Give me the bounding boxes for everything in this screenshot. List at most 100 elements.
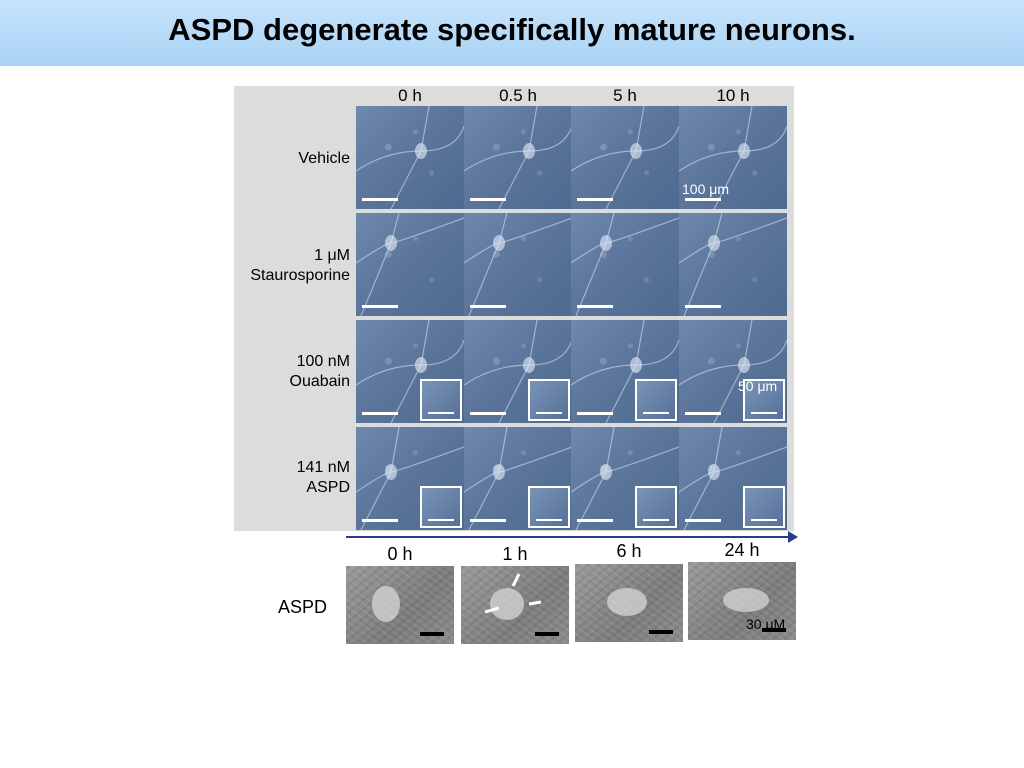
scale-bar [577, 198, 613, 201]
dic-image-tile [571, 213, 679, 316]
inset-scale-bar [536, 412, 562, 414]
neuron-sketch [356, 320, 464, 423]
inset-scale-bar [643, 519, 669, 521]
inset-scale-bar [536, 519, 562, 521]
scale-bar [362, 198, 398, 201]
dic-image-tile [356, 427, 464, 530]
dic-image-tile [571, 106, 679, 209]
scale-bar [685, 519, 721, 522]
sem-scale-label: 30 μM [746, 616, 786, 632]
sem-image-tile [461, 566, 569, 644]
row-label-ouabain: 100 nM Ouabain [230, 352, 351, 392]
arrowhead-icon [511, 573, 521, 587]
magnified-inset [635, 379, 677, 421]
magnified-inset [420, 486, 462, 528]
row-label-vehicle: Vehicle [230, 149, 350, 169]
sem-image-tile [688, 562, 796, 640]
dic-image-tile [464, 320, 572, 423]
row-label-line1: 100 nM [296, 353, 350, 370]
magnified-inset [743, 379, 785, 421]
sem-scale-bar [420, 632, 444, 636]
sem-scale-bar [649, 630, 673, 634]
dic-image-tile [464, 213, 572, 316]
dic-image-tile [571, 320, 679, 423]
magnified-inset [635, 486, 677, 528]
sem-image-tile [575, 564, 683, 642]
neuron-sketch [356, 213, 464, 316]
slide-title: ASPD degenerate specifically mature neur… [168, 12, 856, 47]
scale-bar [470, 412, 506, 415]
cell-sketch [723, 588, 769, 612]
neuron-sketch [464, 427, 572, 530]
sem-scale-bar [535, 632, 559, 636]
row-label-line2: Staurosporine [250, 267, 350, 284]
sem-time-label-0: 0 h [387, 544, 413, 564]
arrowhead-icon [484, 606, 500, 614]
scale-bar [685, 198, 721, 201]
time-label-2: 5 h [613, 86, 637, 105]
sem-image-tile [346, 566, 454, 644]
scale-bar [362, 305, 398, 308]
magnified-inset [420, 379, 462, 421]
dic-image-tile [571, 427, 679, 530]
sem-row-label: ASPD [278, 597, 328, 617]
sem-scale-bar [762, 628, 786, 632]
row-label-line2: ASPD [306, 479, 350, 496]
arrowhead-icon [528, 600, 542, 606]
scale-bar [577, 519, 613, 522]
time-label-3: 10 h [716, 86, 750, 105]
dic-image-tile [679, 213, 787, 316]
row-label-line1: 141 nM [296, 459, 350, 476]
neuron-sketch [571, 106, 679, 209]
scale-bar [362, 412, 398, 415]
cell-sketch [372, 586, 400, 622]
scale-bar [685, 412, 721, 415]
cell-sketch [484, 573, 542, 620]
neuron-sketch [356, 106, 464, 209]
scale-bar [577, 305, 613, 308]
timeline-arrow-head [788, 531, 798, 543]
scale-bar [470, 519, 506, 522]
scale-bar [362, 519, 398, 522]
dic-image-tile [679, 427, 787, 530]
neuron-sketch [464, 106, 572, 209]
scale-bar [685, 305, 721, 308]
inset-scale-bar [428, 519, 454, 521]
scale-bar [470, 198, 506, 201]
row-label-line1: Vehicle [298, 150, 350, 167]
inset-scale-bar [643, 412, 669, 414]
row-label-aspd: 141 nM ASPD [230, 458, 350, 498]
dic-image-tile [679, 320, 787, 423]
dic-image-tile [356, 213, 464, 316]
magnified-inset [528, 486, 570, 528]
cell-sketch [607, 588, 647, 616]
scale-bar [470, 305, 506, 308]
scale-label-100um: 100 μm [682, 181, 729, 197]
sem-time-label-3: 24 h [724, 540, 760, 560]
dic-image-tile [464, 106, 572, 209]
dic-image-tile [464, 427, 572, 530]
scale-label-50um: 50 μm [738, 378, 778, 394]
row-label-staurosporine: 1 μM Staurosporine [230, 246, 350, 286]
dic-image-tile [679, 106, 787, 209]
row-label-line2: Ouabain [289, 373, 351, 390]
dic-image-tile [356, 320, 464, 423]
inset-scale-bar [751, 519, 777, 521]
time-label-0: 0 h [398, 86, 422, 105]
inset-scale-bar [428, 412, 454, 414]
neuron-sketch [464, 213, 572, 316]
dic-image-tile [356, 106, 464, 209]
timeline-arrow-line [346, 536, 792, 538]
row-label-line1: 1 μM [314, 247, 350, 264]
time-label-1: 0.5 h [499, 86, 537, 105]
sem-time-label-1: 1 h [502, 544, 528, 564]
inset-scale-bar [751, 412, 777, 414]
title-bar: ASPD degenerate specifically mature neur… [0, 0, 1024, 66]
neuron-sketch [464, 320, 572, 423]
magnified-inset [743, 486, 785, 528]
sem-time-label-2: 6 h [616, 541, 642, 561]
neuron-sketch [679, 213, 787, 316]
neuron-sketch [571, 213, 679, 316]
magnified-inset [528, 379, 570, 421]
scale-bar [577, 412, 613, 415]
